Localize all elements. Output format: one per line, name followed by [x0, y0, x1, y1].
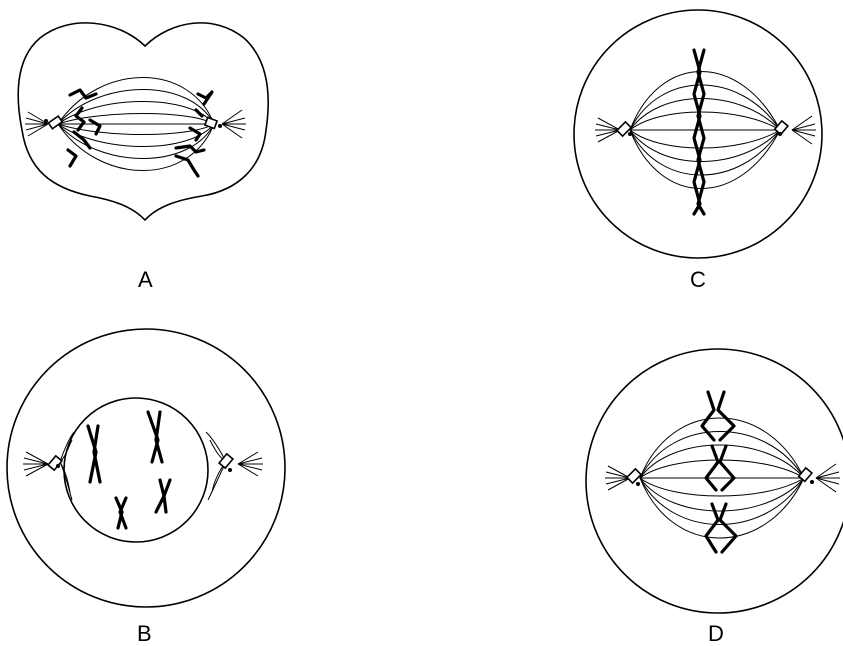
cell-b-centriole-left — [48, 456, 62, 470]
cell-b: B — [7, 329, 285, 646]
cell-b-aster-left — [23, 452, 48, 476]
cell-d-centriole-left — [627, 469, 641, 483]
cell-b-centriole-right — [219, 454, 233, 468]
cell-b-label: B — [137, 621, 152, 646]
cell-c-aster-right — [792, 116, 816, 144]
cell-b-spindle — [60, 432, 226, 500]
cell-b-aster-right — [238, 452, 263, 476]
cell-b-membrane — [7, 329, 285, 607]
cell-a-aster-right — [222, 110, 246, 138]
cell-d-aster-left — [605, 466, 630, 490]
cell-c: C — [574, 10, 822, 292]
cell-c-centriole-dot-right — [778, 132, 782, 136]
cell-b-nucleus — [64, 398, 208, 542]
cell-d-centriole-right — [799, 468, 812, 482]
cell-d: D — [586, 349, 843, 646]
cell-b-centriole-dot-right — [228, 468, 232, 472]
cell-c-label: C — [690, 267, 706, 292]
cell-a-centriole-dot-right — [218, 124, 222, 128]
cell-c-centriole-dot-left — [628, 132, 632, 136]
cell-d-aster-right — [816, 464, 840, 492]
cell-d-anaphase-chromosomes — [702, 392, 736, 552]
cell-b-chromosomes — [88, 412, 170, 528]
cell-c-membrane — [574, 10, 822, 258]
cell-d-label: D — [708, 621, 724, 646]
cell-d-centriole-dot-right — [810, 480, 814, 484]
cell-d-centriole-dot-left — [636, 482, 640, 486]
cell-c-metaphase-chromosomes — [694, 50, 704, 214]
cell-a-label: A — [138, 267, 153, 292]
cell-b-centriole-dot-left — [56, 464, 60, 468]
cell-a-aster-left — [25, 112, 48, 136]
cell-a-centriole-dot-left — [44, 119, 48, 123]
cell-a: A — [18, 23, 268, 292]
cell-c-spindle — [630, 72, 780, 189]
